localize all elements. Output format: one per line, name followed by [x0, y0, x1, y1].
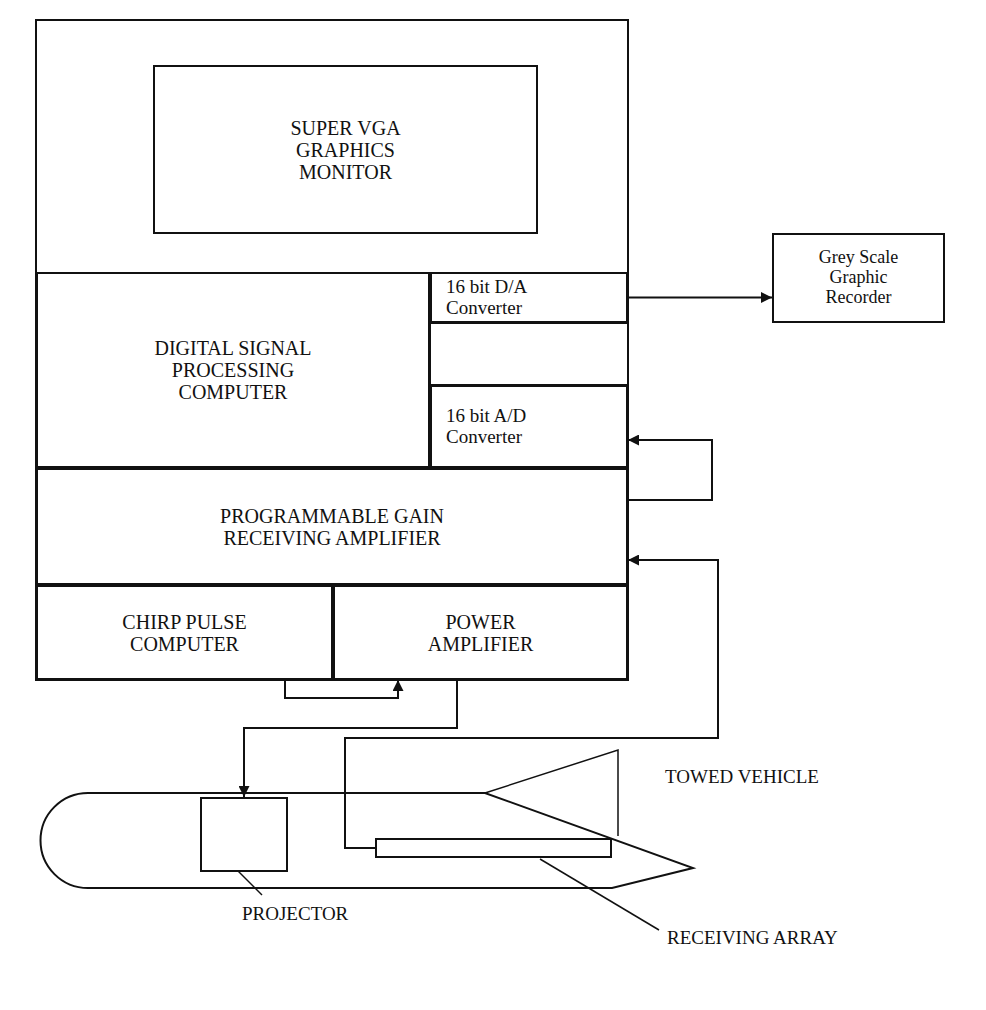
- box-label: CHIRP PULSE COMPUTER: [90, 611, 280, 655]
- box-label: Grey Scale Graphic Recorder: [801, 248, 916, 307]
- empty-bay: [430, 323, 628, 385]
- amplifier-box: PROGRAMMABLE GAIN RECEIVING AMPLIFIER: [36, 468, 628, 585]
- box-label: PROGRAMMABLE GAIN RECEIVING AMPLIFIER: [182, 505, 482, 549]
- box-label: SUPER VGA GRAPHICS MONITOR: [263, 117, 428, 183]
- part-label: TOWED VEHICLE: [665, 767, 819, 788]
- signal-connector: [628, 440, 712, 500]
- part-label: PROJECTOR: [242, 904, 348, 925]
- converter-box: 16 bit A/D Converter: [430, 385, 628, 468]
- box-label: 16 bit A/D Converter: [446, 406, 586, 448]
- amplifier-box: POWER AMPLIFIER: [333, 585, 628, 680]
- signal-connector: [628, 297, 772, 299]
- box-label: DIGITAL SIGNAL PROCESSING COMPUTER: [128, 337, 338, 403]
- box-label: 16 bit D/A Converter: [446, 277, 586, 319]
- leader-line: [540, 859, 659, 930]
- signal-connector: [285, 680, 398, 698]
- vehicle-fin: [485, 750, 618, 836]
- monitor-box: SUPER VGA GRAPHICS MONITOR: [153, 65, 538, 234]
- box-label: POWER AMPLIFIER: [406, 611, 556, 655]
- computer-box: DIGITAL SIGNAL PROCESSING COMPUTER: [36, 272, 430, 468]
- equipment-cabinet: [36, 20, 628, 680]
- vehicle-outline: [35, 745, 705, 895]
- vehicle-hull: [41, 793, 694, 888]
- towed-vehicle: TOWED VEHICLEPROJECTORRECEIVING ARRAY: [35, 745, 705, 895]
- recorder-box: Grey Scale Graphic Recorder: [772, 233, 945, 323]
- computer-box: CHIRP PULSE COMPUTER: [36, 585, 333, 680]
- projector-box: PROJECTOR: [200, 797, 288, 872]
- receiving-array: RECEIVING ARRAY: [375, 838, 612, 858]
- part-label: RECEIVING ARRAY: [667, 928, 838, 949]
- converter-box: 16 bit D/A Converter: [430, 272, 628, 323]
